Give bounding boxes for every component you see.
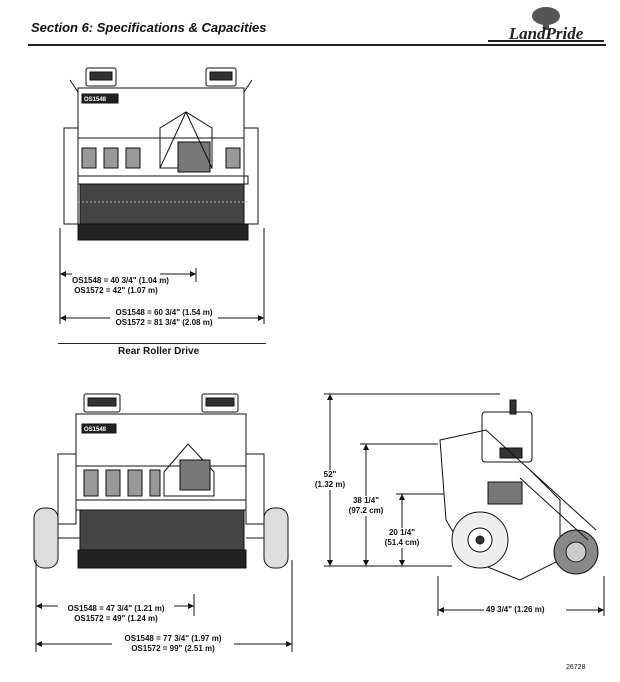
figure-caption: Rear Roller Drive <box>118 346 200 357</box>
side-dimension-lines <box>324 393 605 616</box>
side-height-mid-label: 38 1/4" (97.2 cm) <box>342 496 390 516</box>
top-outer-width-line2: OS1572 = 81 3/4" (2.08 m) <box>115 318 213 327</box>
side-height-total-label: 52" (1.32 m) <box>308 470 352 490</box>
bottom-outer-width-line2: OS1572 = 99" (2.51 m) <box>131 644 215 653</box>
top-outer-width-label: OS1548 = 60 3/4" (1.54 m) OS1572 = 81 3/… <box>110 308 218 328</box>
side-height-mid-line1: 38 1/4" <box>352 496 380 505</box>
bottom-inner-width-line1: OS1548 = 47 3/4" (1.21 m) <box>67 604 165 613</box>
side-height-low-label: 20 1/4" (51.4 cm) <box>380 528 424 548</box>
bottom-inner-width-label: OS1548 = 47 3/4" (1.21 m) OS1572 = 49" (… <box>58 604 174 624</box>
top-inner-width-line2: OS1572 = 42" (1.07 m) <box>74 286 158 295</box>
bottom-outer-width-label: OS1548 = 77 3/4" (1.97 m) OS1572 = 99" (… <box>112 634 234 654</box>
bottom-outer-width-line1: OS1548 = 77 3/4" (1.97 m) <box>124 634 222 643</box>
top-inner-width-label: OS1548 = 40 3/4" (1.04 m) OS1572 = 42" (… <box>72 276 169 296</box>
side-height-total-line2: (1.32 m) <box>314 480 346 489</box>
logo-tree-icon <box>488 7 604 42</box>
bottom-model-plate: OS1548 <box>84 427 107 433</box>
section-title: Section 6: Specifications & Capacities <box>31 20 267 35</box>
bottom-inner-width-line2: OS1572 = 49" (1.24 m) <box>74 614 158 623</box>
top-inner-width-line1: OS1548 = 40 3/4" (1.04 m) <box>72 276 169 285</box>
bottom-front-view-drawing <box>33 393 289 569</box>
figure-number: 26728 <box>566 664 586 671</box>
dimension-arrowheads <box>36 271 604 647</box>
side-view-drawing <box>439 399 599 581</box>
side-height-low-line1: 20 1/4" <box>388 528 416 537</box>
side-length-label: 49 3/4" (1.26 m) <box>486 605 545 614</box>
caption-divider <box>58 343 266 344</box>
top-model-plate: OS1548 <box>84 97 107 103</box>
side-height-low-line2: (51.4 cm) <box>384 538 420 547</box>
logo-text: LandPride <box>508 24 584 43</box>
side-height-mid-line2: (97.2 cm) <box>348 506 384 515</box>
land-pride-logo: LandPride <box>486 6 606 46</box>
header-divider <box>28 44 606 46</box>
side-height-total-line1: 52" <box>323 470 337 479</box>
top-rear-view-drawing <box>63 67 259 241</box>
top-outer-width-line1: OS1548 = 60 3/4" (1.54 m) <box>115 308 213 317</box>
